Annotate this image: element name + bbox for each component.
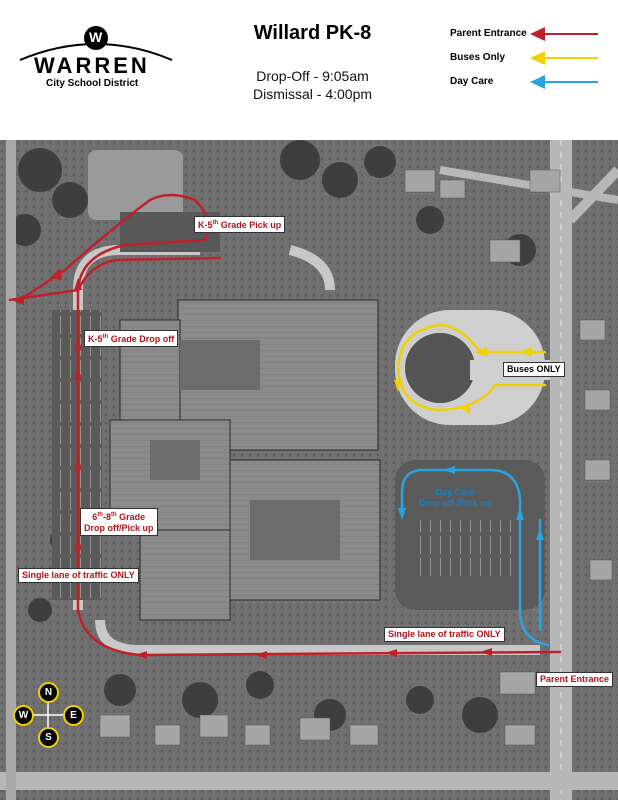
blue-arrow-up-2: [536, 528, 544, 540]
blue-arrow-down: [398, 508, 406, 520]
compass-east: E: [63, 705, 84, 726]
logo-name: WARREN: [34, 53, 150, 78]
legend-arrows: [530, 27, 598, 89]
logo-subtitle: City School District: [46, 78, 139, 89]
dismissal-time: Dismissal - 4:00pm: [252, 86, 373, 102]
k5-pickup-label: K-5th Grade Pick up: [194, 216, 286, 233]
red-arrow-up-2: [74, 338, 82, 350]
yellow-arrow-3: [394, 380, 402, 392]
red-arrow-left-3: [385, 649, 397, 657]
parent-entrance-label: Parent Entrance: [536, 672, 614, 687]
k5-dropoff-rest: Grade Drop off: [108, 334, 175, 344]
grade68-line1: 6th-8th Grade: [84, 510, 154, 523]
parent-route-inner: [76, 256, 222, 292]
k5-dropoff-label: K-5th Grade Drop off: [84, 330, 179, 347]
page-title: Willard PK-8: [253, 22, 372, 44]
red-arrow-left-4: [480, 648, 492, 656]
blue-arrow-left: [443, 466, 455, 474]
k5-dropoff-sup: th: [102, 334, 109, 340]
dropoff-time: Drop-Off - 9:05am: [256, 68, 369, 84]
legend-label-parent: Parent Entrance: [450, 28, 527, 39]
day-care-line1: Day Care: [435, 487, 475, 497]
header: W WARREN City School District Willard PK…: [0, 0, 618, 140]
k5-pickup-sup: th: [212, 220, 219, 226]
daycare-route: [400, 468, 550, 647]
grade68-a: 6: [92, 512, 98, 522]
single-lane-left-label: Single lane of traffic ONLY: [18, 568, 139, 583]
k5-pickup-base: K-5: [198, 220, 213, 230]
red-arrow-up-3: [74, 278, 82, 290]
roof-details: [150, 340, 340, 560]
legend-label-daycare: Day Care: [450, 76, 494, 87]
k5-pickup-rest: Grade Pick up: [218, 220, 282, 230]
yellow-arrow-1: [475, 347, 487, 357]
logo-letter: W: [89, 29, 103, 45]
yellow-arrow-2: [520, 347, 532, 357]
legend-arrow-parent-icon: [530, 27, 598, 41]
grade68-label: 6th-8th Grade Drop off/Pick up: [80, 508, 158, 536]
buses-only-label: Buses ONLY: [503, 362, 565, 377]
single-lane-bottom-label: Single lane of traffic ONLY: [384, 627, 505, 642]
red-arrow-up-5: [74, 368, 82, 380]
yellow-arrow-4: [460, 402, 470, 414]
red-arrow-diag: [50, 268, 62, 280]
day-care-label: Day Care Drop off /Pick up: [416, 486, 494, 510]
streets: [0, 140, 618, 800]
route-arrowheads: [12, 268, 544, 659]
grade68-sup1: th: [97, 512, 103, 518]
grade68-line2: Drop off/Pick up: [84, 523, 154, 533]
compass-north: N: [38, 682, 59, 703]
grade68-c: Grade: [116, 512, 146, 522]
red-arrow-exit: [12, 295, 24, 305]
red-arrow-left-1: [135, 651, 147, 659]
compass-south: S: [38, 727, 59, 748]
day-care-line2: Drop off /Pick up: [419, 498, 491, 508]
playground: [88, 150, 183, 220]
grade68-b: -8: [102, 512, 111, 522]
legend-arrow-bus-icon: [530, 51, 598, 65]
legend-arrow-daycare-icon: [530, 75, 598, 89]
grade68-sup2: th: [111, 512, 117, 518]
aerial-map: [0, 140, 618, 800]
k5-dropoff-base: K-5: [88, 334, 103, 344]
south-parking-stalls: [420, 520, 530, 580]
blue-arrow-up-1: [516, 508, 524, 520]
district-logo: W WARREN City School District: [16, 22, 176, 92]
houses: [99, 169, 613, 746]
red-arrow-left-2: [255, 651, 267, 659]
red-arrow-up-1: [74, 458, 82, 470]
legend-label-bus: Buses Only: [450, 52, 506, 63]
trees: [9, 140, 536, 733]
compass-west: W: [13, 705, 34, 726]
logo-arc-icon: [19, 26, 173, 61]
red-arrow-up-4: [74, 538, 82, 550]
